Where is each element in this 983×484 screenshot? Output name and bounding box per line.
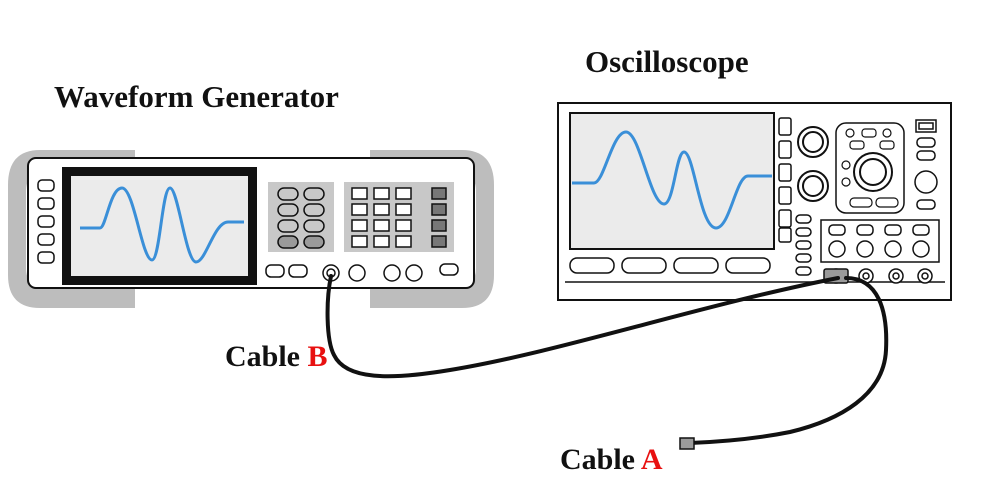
knob-icon[interactable]	[856, 240, 874, 258]
key[interactable]	[351, 203, 368, 216]
key[interactable]	[303, 187, 325, 201]
key[interactable]	[395, 235, 412, 248]
soft-key[interactable]	[725, 257, 771, 274]
key[interactable]	[431, 187, 447, 200]
button[interactable]	[795, 253, 812, 263]
side-button[interactable]	[37, 233, 55, 246]
connector-icon[interactable]	[348, 264, 366, 282]
waveform-generator	[8, 150, 494, 308]
key[interactable]	[373, 187, 390, 200]
oscilloscope-small-buttons	[795, 214, 812, 276]
menu-key[interactable]	[778, 186, 792, 205]
oscilloscope	[557, 102, 952, 301]
key[interactable]	[277, 219, 299, 233]
cable-a-label: Cable A	[560, 445, 663, 475]
button[interactable]	[884, 224, 902, 236]
key[interactable]	[277, 235, 299, 249]
soft-key[interactable]	[569, 257, 615, 274]
menu-key[interactable]	[778, 140, 792, 159]
generator-trace	[80, 186, 244, 264]
key[interactable]	[303, 235, 325, 249]
button[interactable]	[882, 128, 892, 138]
side-button[interactable]	[37, 251, 55, 264]
button[interactable]	[841, 160, 851, 170]
button[interactable]	[912, 224, 930, 236]
key[interactable]	[351, 235, 368, 248]
oscilloscope-menu-keys	[778, 117, 792, 243]
button[interactable]	[856, 224, 874, 236]
button[interactable]	[916, 137, 936, 148]
button[interactable]	[288, 264, 308, 278]
generator-side-buttons	[37, 179, 55, 264]
knob-icon[interactable]	[912, 240, 930, 258]
side-button[interactable]	[37, 179, 55, 192]
menu-key[interactable]	[778, 117, 792, 136]
side-button[interactable]	[37, 215, 55, 228]
button[interactable]	[845, 128, 855, 138]
key[interactable]	[277, 187, 299, 201]
key[interactable]	[395, 219, 412, 232]
generator-bottom-controls	[265, 263, 459, 282]
cable-a	[688, 276, 889, 445]
key[interactable]	[373, 203, 390, 216]
button[interactable]	[849, 197, 873, 208]
button[interactable]	[265, 264, 285, 278]
button[interactable]	[849, 140, 865, 150]
menu-key[interactable]	[778, 209, 792, 228]
connector-icon[interactable]	[405, 264, 423, 282]
key[interactable]	[303, 219, 325, 233]
button[interactable]	[861, 128, 877, 138]
menu-key[interactable]	[778, 163, 792, 182]
key[interactable]	[373, 235, 390, 248]
button[interactable]	[795, 214, 812, 224]
waveform-generator-label: Waveform Generator	[54, 79, 339, 114]
button[interactable]	[828, 224, 846, 236]
channel-panel-buttons	[828, 224, 930, 258]
side-button[interactable]	[37, 197, 55, 210]
key[interactable]	[351, 187, 368, 200]
knob-icon[interactable]	[884, 240, 902, 258]
button[interactable]	[841, 177, 851, 187]
key[interactable]	[395, 187, 412, 200]
knob-icon[interactable]	[828, 240, 846, 258]
button[interactable]	[916, 150, 936, 161]
key[interactable]	[303, 203, 325, 217]
button[interactable]	[795, 240, 812, 250]
cable-a-prefix: Cable	[560, 443, 641, 476]
button[interactable]	[916, 199, 936, 210]
button[interactable]	[439, 263, 459, 276]
connector-icon[interactable]	[383, 264, 401, 282]
button[interactable]	[879, 140, 895, 150]
button[interactable]	[875, 197, 899, 208]
menu-key[interactable]	[778, 227, 792, 243]
key[interactable]	[277, 203, 299, 217]
oscilloscope-right-controls	[914, 119, 938, 210]
cable-b-prefix: Cable	[225, 340, 308, 373]
key[interactable]	[431, 235, 447, 248]
keypad-right-keys	[351, 187, 447, 248]
cable-a-letter: A	[640, 443, 663, 476]
oscilloscope-soft-keys	[569, 257, 771, 274]
oscilloscope-label: Oscilloscope	[585, 44, 749, 79]
button[interactable]	[795, 266, 812, 276]
key[interactable]	[431, 219, 447, 232]
soft-key[interactable]	[673, 257, 719, 274]
key[interactable]	[373, 219, 390, 232]
cable-a-connector	[679, 437, 695, 450]
keypad-left-keys	[277, 187, 325, 249]
cable-b-label: Cable B	[225, 342, 328, 372]
key[interactable]	[431, 203, 447, 216]
cable-b	[325, 274, 840, 379]
soft-key[interactable]	[621, 257, 667, 274]
key[interactable]	[395, 203, 412, 216]
key[interactable]	[351, 219, 368, 232]
button[interactable]	[795, 227, 812, 237]
cable-b-letter: B	[307, 340, 328, 373]
oscilloscope-trace	[572, 130, 772, 230]
knob-icon[interactable]	[914, 170, 938, 194]
